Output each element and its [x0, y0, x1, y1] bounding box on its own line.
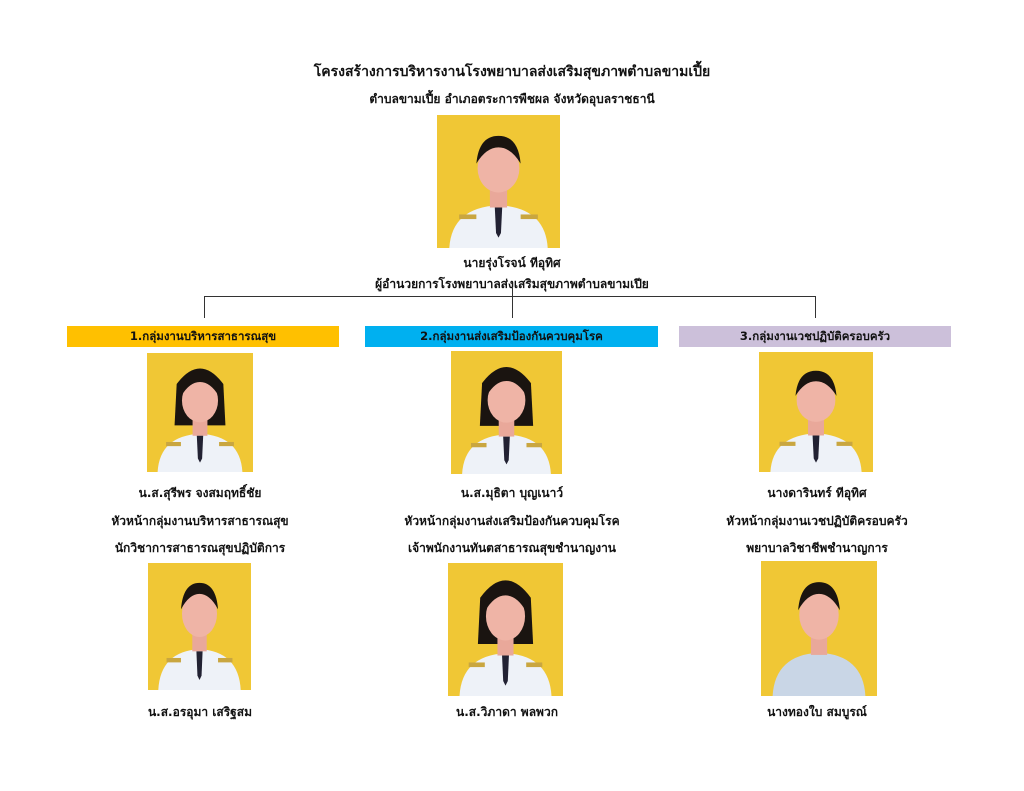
page-subtitle: ตำบลขามเปี้ย อำเภอตระการพืชผล จังหวัดอุบ… — [369, 92, 655, 106]
group-3-head-photo — [759, 352, 873, 472]
group-1-head-photo — [147, 353, 253, 472]
group-header-2: 2.กลุ่มงานส่งเสริมป้องกันควบคุมโรค — [365, 326, 658, 347]
group-1-member-name: น.ส.อรอุมา เสริฐสม — [147, 705, 253, 719]
group-1-head-name: น.ส.สุรีพร จงสมฤทธิ์ชัย — [138, 486, 262, 500]
group-2-head-name: น.ส.มุธิตา บุญเนาว์ — [460, 486, 564, 500]
group-3-head-role: หัวหน้ากลุ่มงานเวชปฏิบัติครอบครัว — [726, 514, 908, 528]
group-2-member-name: น.ส.วิภาดา พลพวก — [456, 705, 558, 719]
connector-group-3 — [815, 296, 816, 318]
page-title: โครงสร้างการบริหารงานโรงพยาบาลส่งเสริมสุ… — [313, 64, 711, 80]
connector-group-1 — [204, 296, 205, 318]
group-3-member-name: นางทองใบ สมบูรณ์ — [767, 705, 867, 719]
group-2-head-role: หัวหน้ากลุ่มงานส่งเสริมป้องกันควบคุมโรค — [404, 514, 620, 528]
group-2-head-position: เจ้าพนักงานทันตสาธารณสุขชำนาญงาน — [407, 541, 617, 555]
connector-director — [512, 288, 513, 296]
director-position: ผู้อำนวยการโรงพยาบาลส่งเสริมสุขภาพตำบลขา… — [375, 277, 649, 291]
director-name: นายรุ่งโรจน์ ทีอุทิศ — [463, 256, 561, 270]
director-photo — [437, 115, 560, 248]
group-1-member-photo — [148, 563, 251, 690]
group-2-head-photo — [451, 351, 562, 474]
connector-horizontal — [204, 296, 816, 297]
group-3-member-photo — [761, 561, 877, 696]
group-2-member-photo — [448, 563, 563, 696]
group-1-head-role: หัวหน้ากลุ่มงานบริหารสาธารณสุข — [111, 514, 289, 528]
connector-group-2 — [512, 296, 513, 318]
group-header-3: 3.กลุ่มงานเวชปฏิบัติครอบครัว — [679, 326, 951, 347]
group-3-head-name: นางดารินทร์ ทีอุทิศ — [767, 486, 867, 500]
group-header-1: 1.กลุ่มงานบริหารสาธารณสุข — [67, 326, 339, 347]
group-1-head-position: นักวิชาการสาธารณสุขปฏิบัติการ — [114, 541, 286, 555]
group-3-head-position: พยาบาลวิชาชีพชำนาญการ — [746, 541, 888, 555]
